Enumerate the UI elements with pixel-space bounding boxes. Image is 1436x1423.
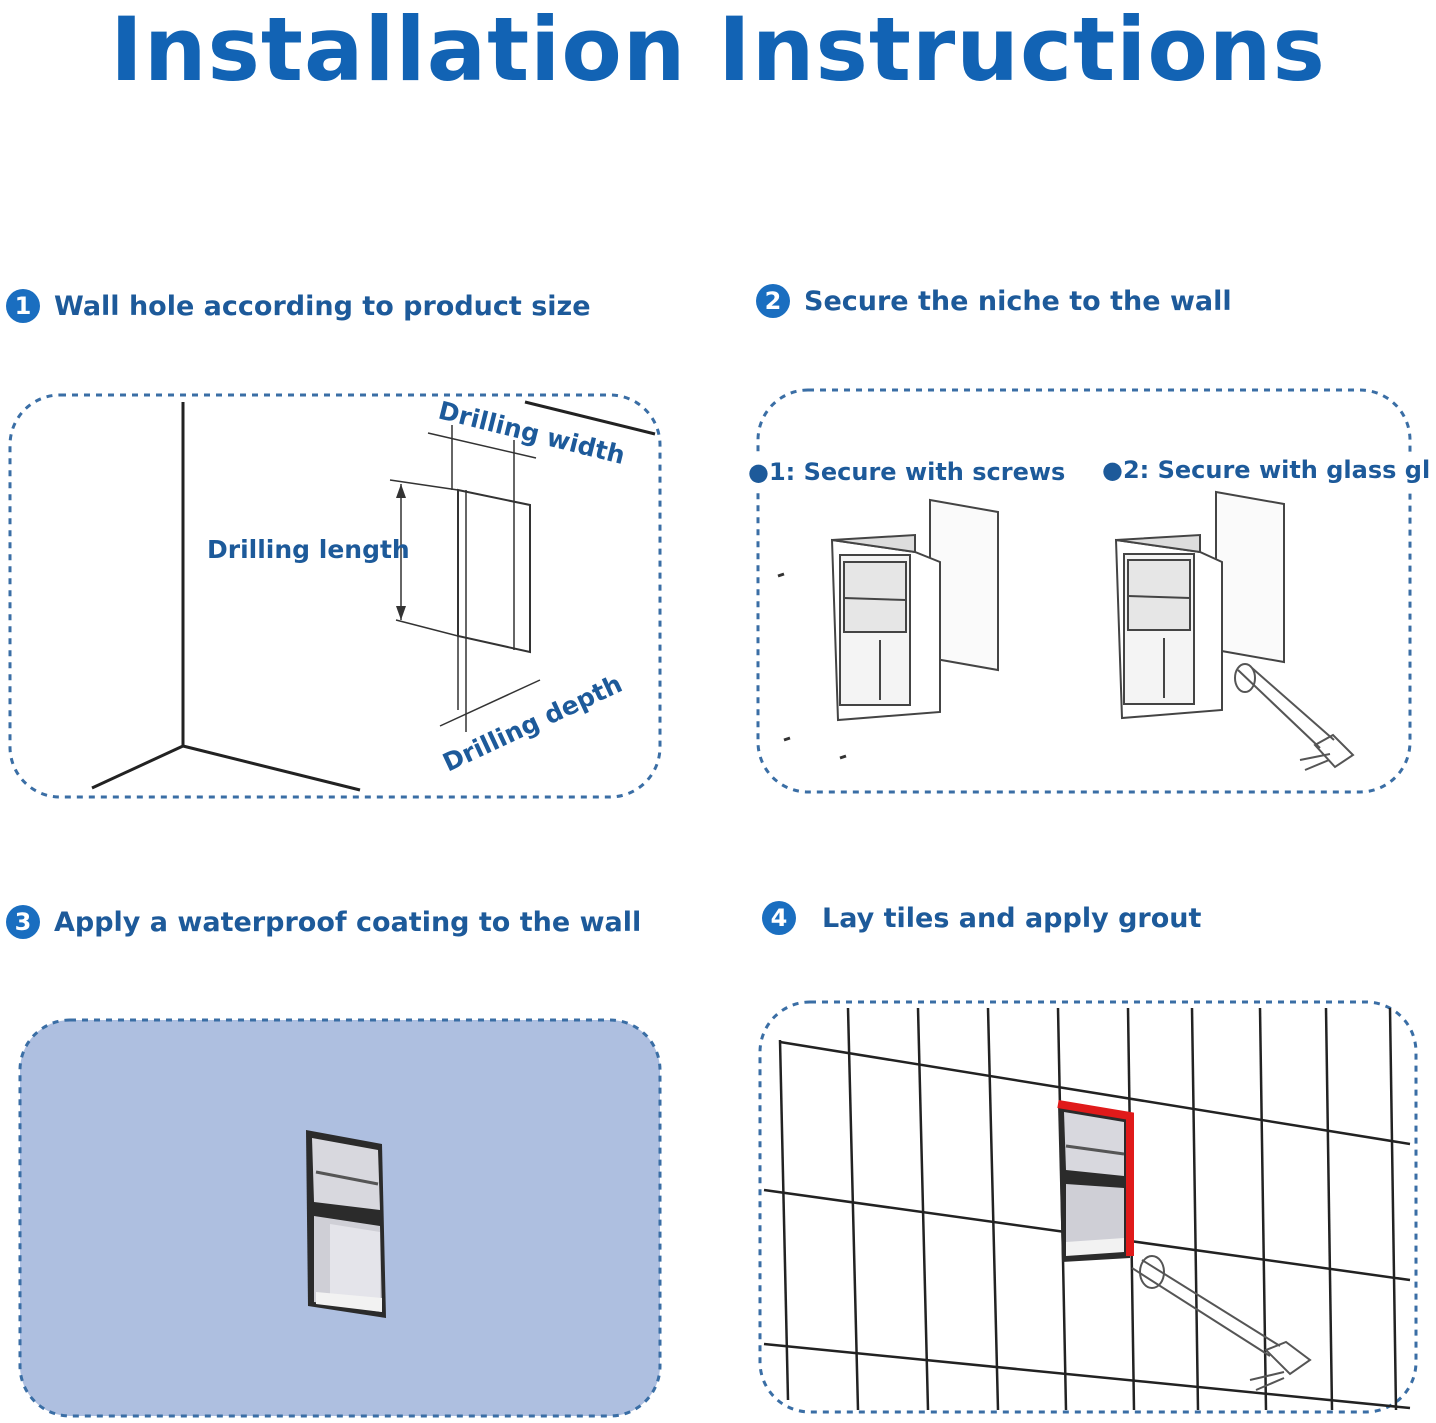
drilling-length-label: Drilling length xyxy=(207,535,410,564)
step-2-heading: 2 Secure the niche to the wall xyxy=(756,284,1232,318)
step-3-number: 3 xyxy=(6,905,40,939)
panel-2-border xyxy=(756,388,1412,794)
step-1-label: Wall hole according to product size xyxy=(54,290,591,322)
page-title: Installation Instructions xyxy=(110,0,1326,101)
niche-in-wall xyxy=(306,1130,386,1318)
step-4-heading: 4 Lay tiles and apply grout xyxy=(762,901,1201,935)
niche-with-grout xyxy=(1057,1100,1134,1262)
tiles-grout-diagram xyxy=(758,1000,1418,1414)
caulk-gun-icon xyxy=(1131,1255,1312,1391)
step-2-number: 2 xyxy=(756,284,790,318)
secure-niche-diagram: ●1: Secure with screws ●2: Secure with g… xyxy=(748,388,1430,794)
wall-hole-diagram: Drilling width Drilling length Drilling … xyxy=(8,393,662,799)
step-4-number: 4 xyxy=(762,901,796,935)
step-1-heading: 1 Wall hole according to product size xyxy=(6,289,591,323)
niche-screws-illustration xyxy=(830,498,999,722)
glue-gun-icon xyxy=(1234,663,1355,771)
waterproof-coating-diagram xyxy=(18,1018,662,1418)
screws-option-label: ●1: Secure with screws xyxy=(748,458,1065,486)
niche-glue-illustration xyxy=(1114,490,1285,720)
step-2-label: Secure the niche to the wall xyxy=(804,285,1232,317)
step-3-label: Apply a waterproof coating to the wall xyxy=(54,906,642,938)
grout-line xyxy=(1057,1100,1134,1256)
drilling-width-label: Drilling width xyxy=(436,396,628,470)
step-1-number: 1 xyxy=(6,289,40,323)
step-3-heading: 3 Apply a waterproof coating to the wall xyxy=(6,905,641,939)
glue-option-label: ●2: Secure with glass glue xyxy=(1102,456,1430,484)
panel-1-border xyxy=(8,393,662,799)
step-4-label: Lay tiles and apply grout xyxy=(822,902,1202,934)
